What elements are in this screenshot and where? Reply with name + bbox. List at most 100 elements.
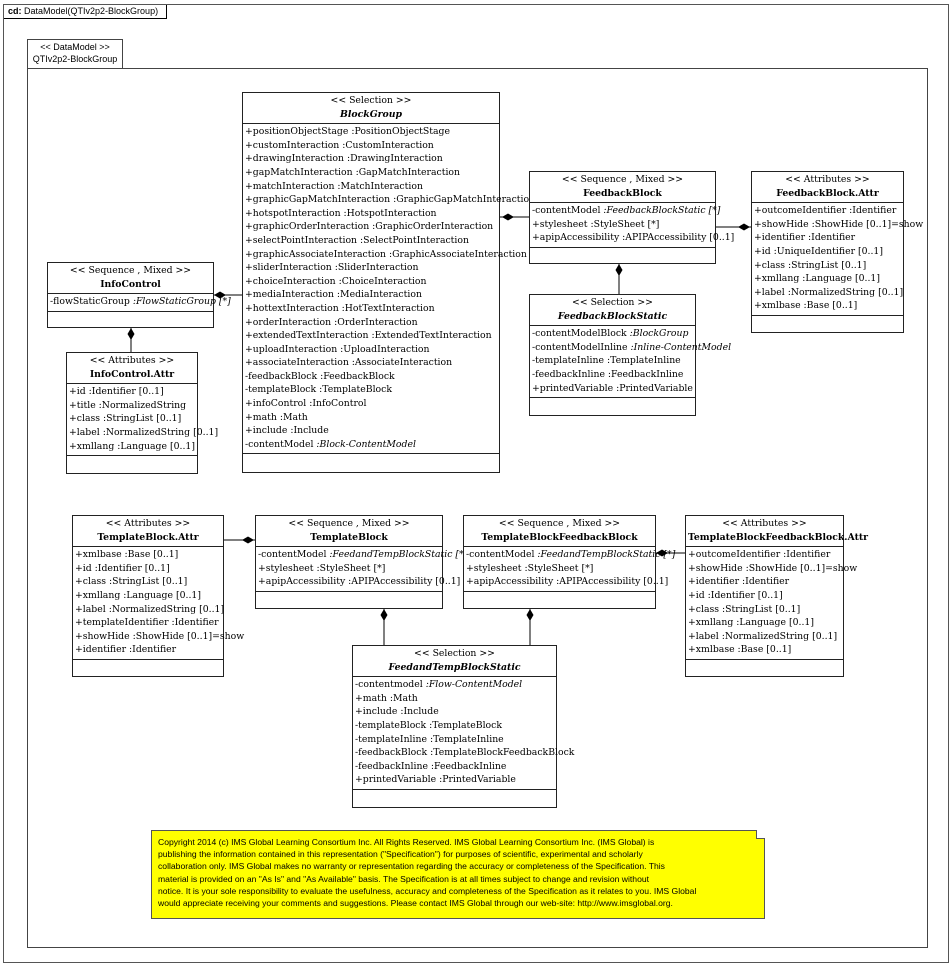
attribute-row: -contentmodel :Flow-ContentModel [355,678,554,692]
attribute-compartment: -contentmodel :Flow-ContentModel+math :M… [353,677,574,790]
attribute-row: +xmllang :Language [0..1] [75,589,221,603]
attribute-row: +selectPointInteraction :SelectPointInte… [245,234,497,248]
attribute-row: +hottextInteraction :HotTextInteraction [245,302,497,316]
attribute-name: +printedVariable [355,774,437,786]
attribute-type: :ShowHide [0..1]=show [129,630,245,642]
attribute-row: +xmllang :Language [0..1] [688,616,841,630]
class-name: InfoControl.Attr [89,368,175,380]
attribute-row: +hotspotInteraction :HotspotInteraction [245,207,497,221]
copyright-note: Copyright 2014 (c) IMS Global Learning C… [151,830,765,919]
attribute-name: -contentModelInline [532,341,628,353]
class-templateblock-attr[interactable]: << Attributes >>TemplateBlock.Attr +xmlb… [72,515,244,677]
attribute-type: :Identifier [0..1] [91,562,170,574]
class-name: FeedbackBlockStatic [557,310,668,322]
class-feedbackblockstatic[interactable]: << Selection >>FeedbackBlockStatic -cont… [529,294,731,416]
attribute-name: +label [754,286,785,298]
attribute-name: +identifier [688,576,740,588]
attribute-name: -feedbackInline [355,760,428,772]
attribute-row: -feedbackBlock :FeedbackBlock [245,370,497,384]
attribute-row: +label :NormalizedString [0..1] [75,603,224,617]
attribute-row: +include :Include [245,424,497,438]
attribute-row: -templateInline :TemplateInline [532,354,693,368]
attribute-row: +gapMatchInteraction :GapMatchInteractio… [245,166,497,180]
attribute-name: +class [69,413,101,425]
frame-prefix: cd: [8,6,22,16]
class-feedbackblock-attr[interactable]: << Attributes >>FeedbackBlock.Attr +outc… [751,171,923,333]
attribute-row: +identifier :Identifier [688,575,841,589]
attribute-name: -templateBlock [355,719,427,731]
attribute-type: :PrintedVariable [436,774,516,786]
attribute-type: :GraphicAssociateInteraction [386,248,527,260]
attribute-row: +associateInteraction :AssociateInteract… [245,356,497,370]
attribute-row: +class :StringList [0..1] [69,412,195,426]
package-body [27,68,928,948]
attribute-name: +apipAccessibility [466,576,554,588]
attribute-type: :StringList [0..1] [785,259,867,271]
attribute-row: +id :Identifier [0..1] [69,385,195,399]
attribute-row: +stylesheet :StyleSheet [*] [532,218,713,232]
attribute-type: :ShowHide [0..1]=show [742,562,858,574]
attribute-name: +include [355,706,398,718]
attribute-row: +xmlbase :Base [0..1] [754,299,901,313]
attribute-type: :Flow-ContentModel [422,679,523,691]
attribute-row: +customInteraction :CustomInteraction [245,139,497,153]
attribute-name: +gapMatchInteraction [245,166,353,178]
attribute-row: +label :NormalizedString [0..1] [69,426,218,440]
attribute-name: +xmlbase [688,644,735,656]
class-name: FeedbackBlock [583,187,662,199]
attribute-name: +customInteraction [245,139,340,151]
attribute-type: :CustomInteraction [339,139,434,151]
attribute-type: :TemplateBlock [316,384,392,396]
attribute-name: +positionObjectStage [245,126,349,138]
attribute-name: -feedbackBlock [245,370,318,382]
attribute-type: :PrintedVariable [613,382,693,394]
attribute-row: +math :Math [245,411,497,425]
attribute-type: :TemplateInline [604,355,681,367]
note-line: notice. It is your sole responsibility t… [158,885,697,896]
class-infocontrol[interactable]: << Sequence , Mixed >>InfoControl -flowS… [47,262,231,328]
attribute-name: -contentModel [466,549,535,561]
attribute-name: +title [69,399,96,411]
attribute-row: +matchInteraction :MatchInteraction [245,180,497,194]
attribute-row: -feedbackInline :FeedbackInline [532,368,693,382]
attribute-row: +xmllang :Language [0..1] [754,272,901,286]
attribute-row: -contentModelBlock :BlockGroup [532,327,693,341]
class-stereotype: << Attributes >> [105,518,191,529]
attribute-type: :DrawingInteraction [343,153,443,165]
class-templateblockfeedbackblock[interactable]: << Sequence , Mixed >>TemplateBlockFeedb… [463,515,675,609]
package-tab[interactable]: << DataModel >> QTIv2p2-BlockGroup [27,39,123,69]
attribute-compartment: +outcomeIdentifier :Identifier+showHide … [752,203,923,316]
attribute-name: +printedVariable [532,382,614,394]
attribute-compartment: +positionObjectStage :PositionObjectStag… [243,124,535,455]
attribute-name: +id [69,386,86,398]
attribute-row: +class :StringList [0..1] [754,259,901,273]
attribute-type: :AssociateInteraction [348,357,453,369]
attribute-type: :Identifier [126,644,177,656]
attribute-name: +stylesheet [466,562,522,574]
attribute-name: +showHide [754,218,809,230]
attribute-type: :APIPAccessibility [0..1] [345,576,461,588]
attribute-type: :SliderInteraction [331,262,419,274]
class-feedandtempblockstatic[interactable]: << Selection >>FeedandTempBlockStatic -c… [352,645,574,808]
attribute-type: :HotTextInteraction [338,302,435,314]
class-feedbackblock[interactable]: << Sequence , Mixed >>FeedbackBlock -con… [529,171,734,264]
attribute-name: +infoControl [245,398,307,410]
attribute-name: +outcomeIdentifier [754,205,847,217]
class-infocontrol-attr[interactable]: << Attributes >>InfoControl.Attr +id :Id… [66,352,218,474]
class-blockgroup[interactable]: << Selection >>BlockGroup +positionObjec… [242,92,535,473]
attribute-row: +identifier :Identifier [75,643,221,657]
attribute-name: -contentModelBlock [532,328,627,340]
attribute-name: +hotspotInteraction [245,207,341,219]
class-templateblock[interactable]: << Sequence , Mixed >>TemplateBlock -con… [255,515,467,609]
class-name: TemplateBlockFeedbackBlock [481,531,638,543]
attribute-type: :Math [276,411,308,423]
class-templateblockfeedbackblock-attr[interactable]: << Attributes >>TemplateBlockFeedbackBlo… [685,515,868,677]
attribute-type: :MatchInteraction [334,180,423,192]
attribute-row: -contentModel :Block-ContentModel [245,438,497,452]
attribute-name: +stylesheet [532,218,588,230]
attribute-type: :StyleSheet [*] [521,562,594,574]
attribute-name: +label [688,630,719,642]
attribute-type: :FeedbackInline [604,368,684,380]
attribute-row: +identifier :Identifier [754,231,901,245]
diagram-frame-label: cd: DataModel(QTIv2p2-BlockGroup) [4,5,168,19]
